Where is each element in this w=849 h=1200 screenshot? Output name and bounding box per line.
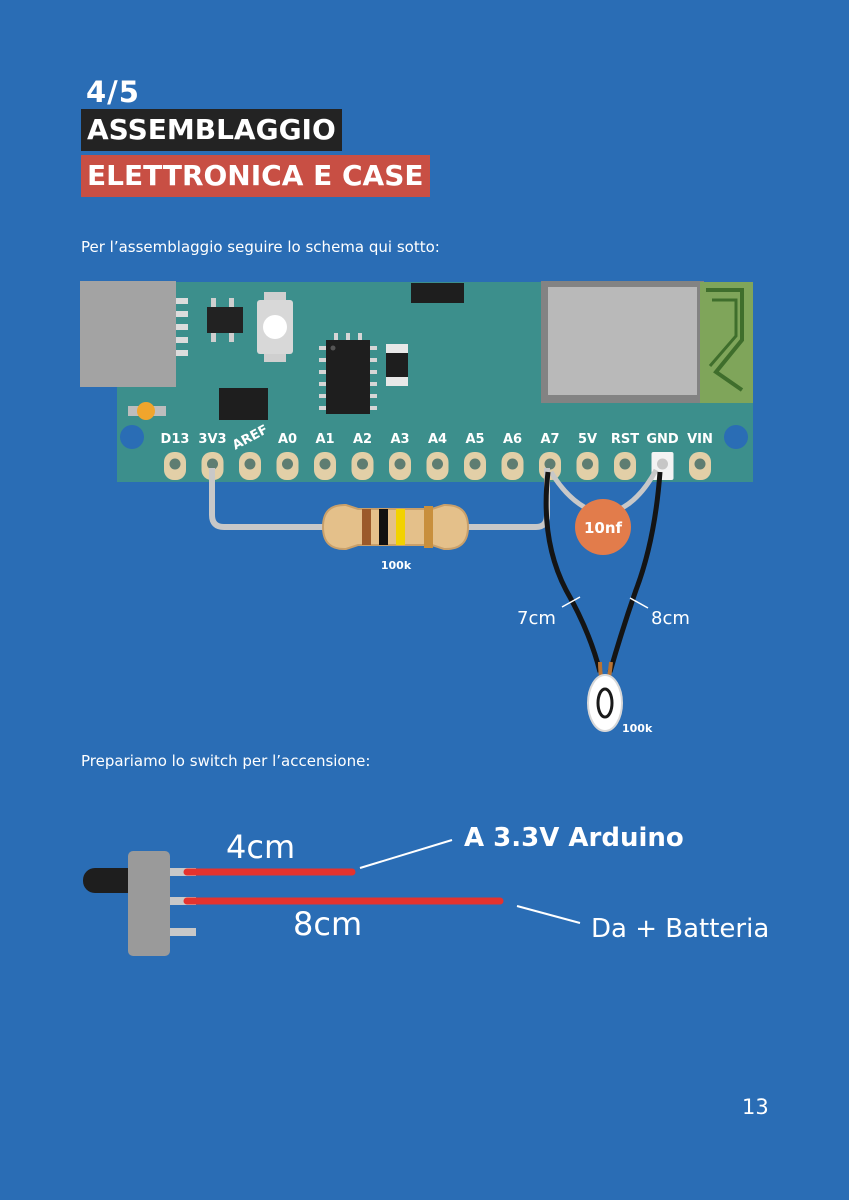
wire-left-7cm — [543, 471, 603, 673]
pin-label-a2: A2 — [353, 432, 372, 447]
top-chip-icon — [411, 283, 464, 303]
pin-pad-3v3 — [201, 452, 224, 480]
pin-label-a3: A3 — [390, 432, 409, 447]
regulator-chip-icon — [219, 388, 268, 420]
pin-pad-vin — [689, 452, 711, 480]
radio-module-icon — [541, 281, 753, 403]
wire-right-8cm — [607, 471, 663, 673]
microcontroller-chip-icon — [319, 333, 377, 414]
usb-connector-icon — [80, 281, 176, 387]
title-assemblaggio: ASSEMBLAGGIO — [81, 109, 342, 151]
pin-pad-a3 — [389, 452, 411, 480]
pin-label-a6: A6 — [503, 432, 522, 447]
pin-label-a5: A5 — [465, 432, 484, 447]
mounting-hole — [724, 425, 748, 449]
pin-label-gnd: GND — [646, 432, 679, 447]
pin-label-rst: RST — [611, 432, 639, 447]
wire-long-length-label: 8cm — [293, 905, 362, 943]
led-icon — [128, 402, 166, 420]
pin-label-a0: A0 — [278, 432, 297, 447]
pin-pad-d13 — [164, 452, 186, 480]
pin-pad-a4 — [426, 452, 449, 480]
pin-pad-a5 — [464, 452, 486, 480]
capacitor-icon — [575, 499, 631, 555]
wire-left-length-label: 7cm — [517, 608, 556, 629]
resistor-label: 100k — [381, 559, 412, 572]
pressure-sensor-icon — [587, 674, 623, 732]
transistor-icon — [207, 298, 243, 342]
mounting-hole — [120, 425, 144, 449]
pin-label-d13: D13 — [161, 432, 190, 447]
pin-pad-rst — [614, 452, 636, 480]
slide-switch-icon — [83, 851, 196, 956]
reset-button-icon — [257, 292, 293, 362]
resistor-icon — [321, 503, 470, 551]
pin-pad-a2 — [351, 452, 374, 480]
pin-pad-a6 — [501, 452, 524, 480]
pin-label-a4: A4 — [428, 432, 447, 447]
pin-pad-a1 — [314, 452, 336, 480]
pin-label-a1: A1 — [315, 432, 334, 447]
wire-right-length-label: 8cm — [651, 608, 690, 629]
battery-connection-label: Da + Batteria — [591, 914, 769, 944]
pin-pad-a0 — [276, 452, 299, 480]
arduino-connection-label: A 3.3V Arduino — [464, 823, 684, 853]
page-number: 13 — [742, 1095, 769, 1119]
wire-short-length-label: 4cm — [226, 828, 295, 866]
pin-pad-5v — [576, 452, 599, 480]
title-elettronica-case: ELETTRONICA E CASE — [81, 155, 430, 197]
schematic-intro-text: Per l’assemblaggio seguire lo schema qui… — [81, 238, 440, 256]
pin-label-vin: VIN — [687, 432, 713, 447]
wire-3v3-to-resistor — [209, 468, 330, 530]
smd-component-icon — [386, 344, 408, 386]
pin-label-5v: 5V — [578, 432, 597, 447]
sensor-label: 100k — [622, 722, 653, 735]
pin-label-3v3: 3V3 — [198, 432, 226, 447]
switch-intro-text: Prepariamo lo switch per l’accensione: — [81, 752, 371, 770]
step-indicator: 4/5 — [86, 75, 140, 109]
pin-pad-aref — [239, 452, 261, 480]
capacitor-label: 10nf — [584, 519, 623, 537]
pin-label-a7: A7 — [540, 432, 559, 447]
